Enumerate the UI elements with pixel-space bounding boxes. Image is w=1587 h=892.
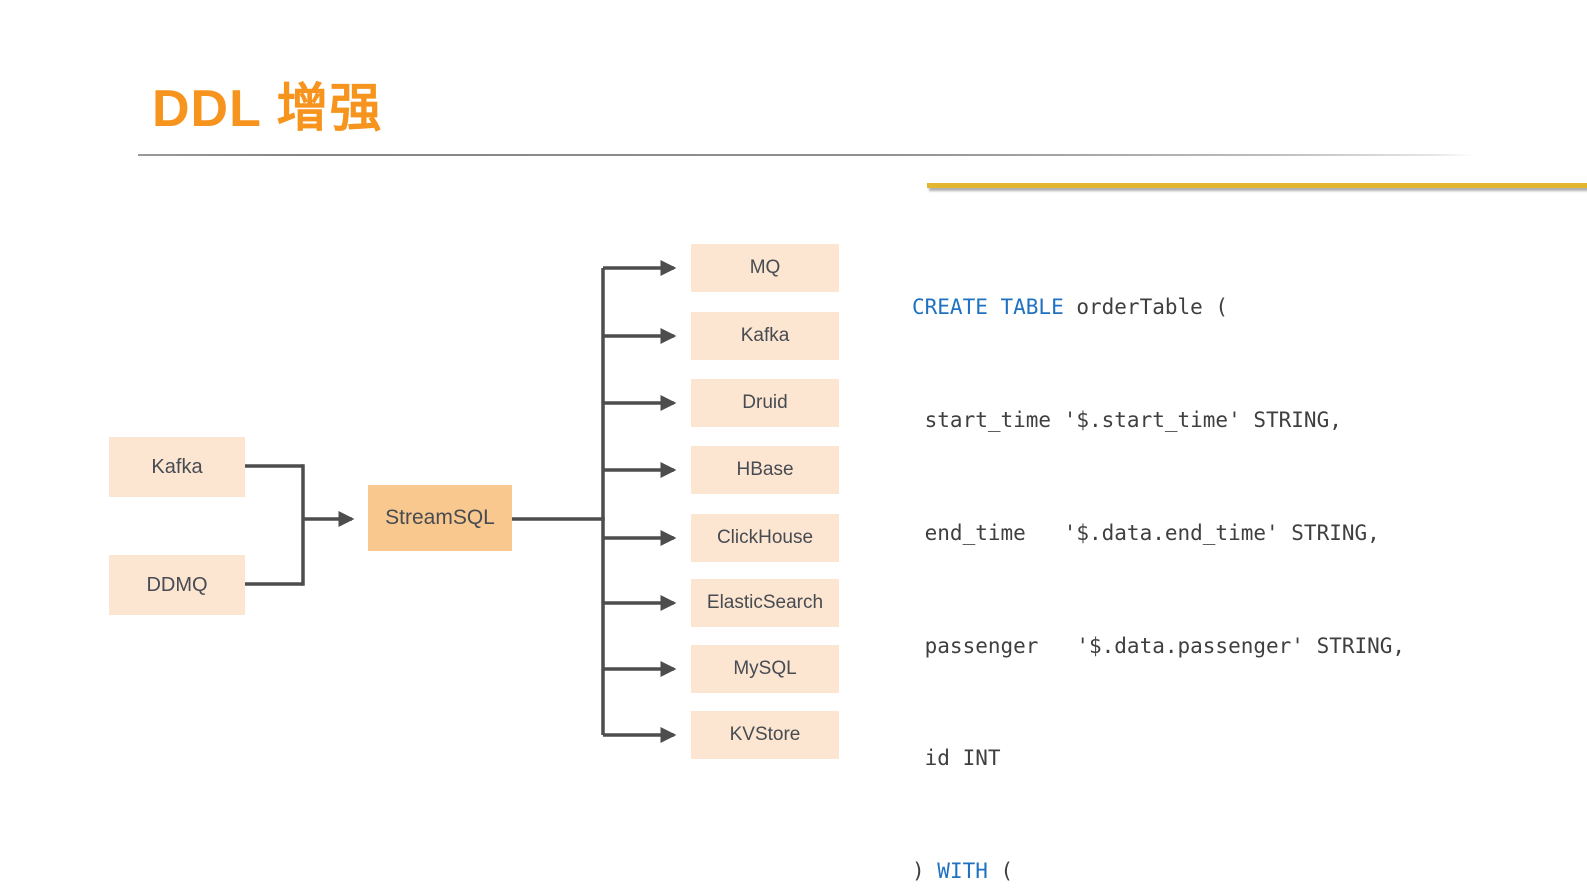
node-label: ClickHouse — [716, 527, 814, 548]
node-sink-mysql: MySQL — [691, 645, 839, 693]
code-line: start_time '$.start_time' STRING, — [912, 407, 1342, 432]
node-sink-druid: Druid — [691, 379, 839, 427]
node-sink-clickhouse: ClickHouse — [691, 514, 839, 562]
node-label: StreamSQL — [385, 506, 495, 529]
node-label: MySQL — [733, 658, 797, 679]
page-title: DDL 增强 — [152, 80, 383, 138]
node-label: Druid — [742, 392, 788, 413]
code-line: ) WITH ( — [912, 859, 1014, 884]
node-source-kafka: Kafka — [109, 437, 245, 497]
node-label: HBase — [736, 459, 794, 480]
node-label: Kafka — [740, 325, 790, 346]
sql-code-block: CREATE TABLE orderTable ( start_time '$.… — [912, 214, 1405, 892]
code-line: passenger '$.data.passenger' STRING, — [912, 633, 1406, 658]
title-divider-line — [138, 154, 1474, 156]
code-line: id INT — [912, 746, 1001, 771]
node-label: KVStore — [729, 724, 801, 745]
node-sink-mq: MQ — [691, 244, 839, 292]
node-source-ddmq: DDMQ — [109, 555, 245, 615]
node-sink-hbase: HBase — [691, 446, 839, 494]
node-streamsql: StreamSQL — [368, 485, 512, 551]
code-line: end_time '$.data.end_time' STRING, — [912, 520, 1380, 545]
node-label: MQ — [749, 257, 781, 278]
node-sink-kvstore: KVStore — [691, 711, 839, 759]
node-label: Kafka — [151, 455, 203, 478]
code-line: CREATE TABLE orderTable ( — [912, 295, 1229, 320]
node-label: DDMQ — [146, 573, 208, 596]
gold-accent-line — [927, 183, 1587, 188]
node-label: ElasticSearch — [706, 592, 824, 613]
node-sink-elasticsearch: ElasticSearch — [691, 579, 839, 627]
node-sink-kafka: Kafka — [691, 312, 839, 360]
